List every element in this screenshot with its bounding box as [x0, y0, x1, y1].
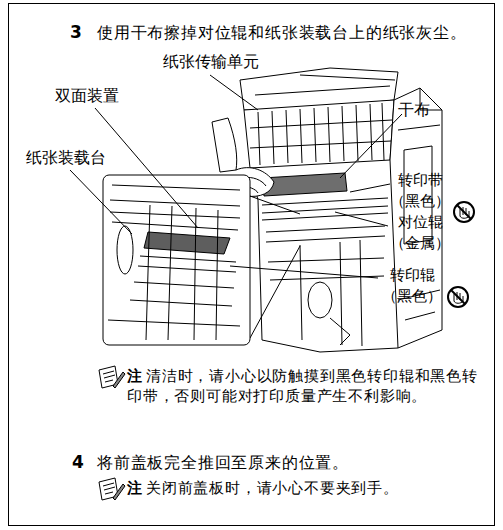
- no-touch-symbol: [454, 202, 474, 222]
- part-label: 纸张装载台: [26, 148, 106, 168]
- part-label: 纸张传输单元: [163, 52, 259, 72]
- no-touch-symbol: [448, 287, 468, 307]
- part-label: 转印带 （黑色）: [384, 170, 456, 212]
- step-text: 使用干布擦掉对位辊和纸张装载台上的纸张灰尘。: [97, 23, 467, 43]
- page-frame: [9, 4, 495, 526]
- step-text: 将前盖板完全推回至原来的位置。: [97, 453, 349, 473]
- part-label: 对位辊 （金属）: [384, 212, 456, 254]
- step-number: 4: [72, 452, 84, 472]
- printer-drawing: [70, 68, 442, 352]
- note-mark: 注: [127, 366, 142, 386]
- note-text: 清洁时，请小心以防触摸到黑色转印辊和黑色转印带，否则可能对打印质量产生不利影响。: [127, 366, 482, 406]
- part-label: 干布: [398, 100, 430, 120]
- note-mark: 注: [127, 478, 142, 498]
- note-icon: [99, 366, 125, 388]
- part-label: 双面装置: [55, 86, 119, 106]
- step-number: 3: [70, 22, 82, 42]
- part-label: 转印辊 （黑色）: [376, 265, 448, 307]
- note-text: 关闭前盖板时，请小心不要夹到手。: [127, 478, 482, 498]
- note-icon: [99, 478, 125, 500]
